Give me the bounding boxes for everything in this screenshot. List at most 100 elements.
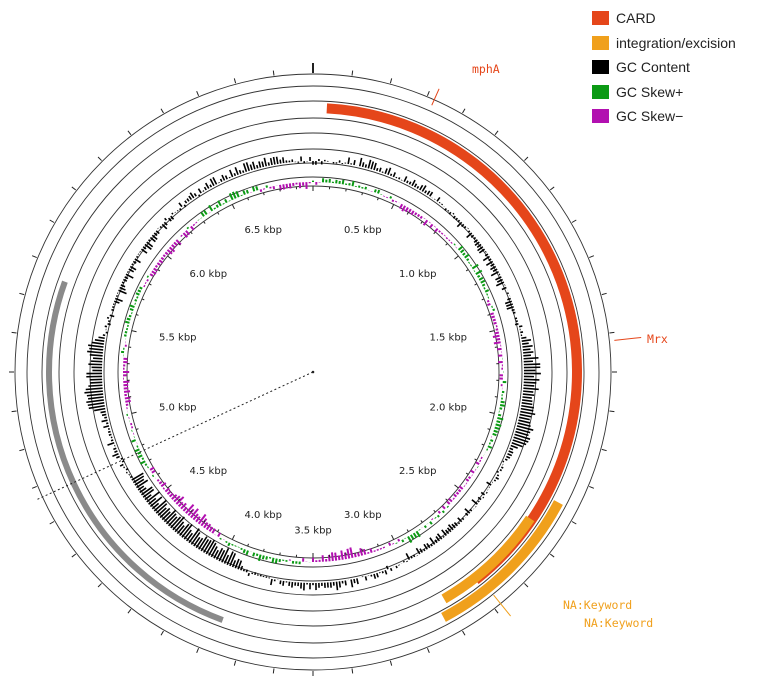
gc-content-bar bbox=[190, 531, 201, 545]
gc-content-bar bbox=[523, 390, 534, 393]
outer-tick bbox=[571, 521, 577, 525]
gc-skew-bar bbox=[464, 253, 470, 259]
gc-content-bar bbox=[291, 581, 294, 588]
gc-content-bar bbox=[474, 241, 480, 247]
gc-content-bar bbox=[151, 502, 160, 510]
gc-content-bar bbox=[89, 354, 103, 357]
gc-content-bar bbox=[125, 273, 134, 279]
outer-tick bbox=[589, 255, 595, 259]
scale-label: 0.5 kbp bbox=[344, 225, 382, 236]
gc-content-bar bbox=[176, 209, 179, 212]
outer-tick bbox=[31, 485, 37, 489]
gc-content-bar bbox=[451, 523, 456, 529]
scale-tick bbox=[454, 484, 459, 489]
gc-content-bar bbox=[492, 268, 498, 273]
gc-content-bar bbox=[163, 221, 168, 226]
gc-content-bar bbox=[429, 537, 436, 545]
gc-skew-bar bbox=[224, 198, 228, 204]
scale-tick bbox=[465, 269, 469, 272]
gc-content-bar bbox=[521, 339, 532, 342]
gc-skew-bar bbox=[468, 476, 472, 480]
gc-skew-bar bbox=[490, 312, 495, 316]
gc-content-bar bbox=[161, 223, 168, 230]
gc-skew-bar bbox=[481, 283, 486, 287]
gc-skew-bar bbox=[173, 495, 181, 503]
scale-tick bbox=[361, 192, 363, 196]
gc-content-bar bbox=[490, 270, 499, 277]
inner-scale-ticks bbox=[127, 186, 499, 558]
gc-content-bar bbox=[233, 172, 237, 177]
gc-content-bar bbox=[123, 278, 128, 282]
gc-content-bar bbox=[234, 558, 240, 569]
gc-content-bar bbox=[387, 167, 392, 176]
feature-arc-integration bbox=[441, 500, 563, 622]
gc-skew-bar bbox=[401, 205, 406, 212]
annotation-label: mphA bbox=[472, 62, 500, 76]
gc-content-bar bbox=[93, 357, 103, 360]
gc-skew-bar bbox=[434, 516, 437, 519]
gc-content-bar bbox=[430, 543, 433, 547]
gc-content-bar bbox=[179, 523, 190, 537]
gc-skew-bar bbox=[255, 186, 259, 191]
gc-skew-bar bbox=[377, 189, 381, 194]
gc-content-bar bbox=[408, 181, 412, 185]
gc-skew-bar bbox=[458, 485, 464, 490]
gc-content-bar bbox=[523, 381, 537, 384]
gc-skew-bar bbox=[490, 315, 495, 319]
gc-skew-bar bbox=[136, 296, 139, 299]
gc-content-bar bbox=[112, 306, 115, 309]
gc-skew-bar bbox=[452, 497, 455, 500]
scale-tick bbox=[135, 428, 139, 430]
gc-skew-bar bbox=[388, 542, 392, 546]
gc-skew-bar bbox=[346, 548, 351, 559]
gc-content-bar bbox=[195, 537, 204, 549]
outer-tick bbox=[19, 292, 25, 296]
scale-tick bbox=[131, 330, 137, 333]
legend-label: GC Content bbox=[616, 59, 690, 76]
gc-content-bar bbox=[90, 360, 103, 363]
scale-tick bbox=[178, 498, 181, 501]
gc-content-bar bbox=[511, 442, 523, 448]
gc-content-bar bbox=[86, 399, 104, 404]
gc-content-bar bbox=[373, 162, 377, 171]
gc-content-bar bbox=[107, 323, 111, 326]
gc-content-bar bbox=[495, 476, 500, 480]
gc-content-bar bbox=[221, 174, 226, 181]
gc-skew-bar bbox=[240, 547, 243, 551]
outer-tick bbox=[524, 583, 529, 588]
gc-skew-bar bbox=[137, 451, 142, 455]
gc-content-bar bbox=[136, 255, 139, 259]
scale-label: 4.0 kbp bbox=[244, 510, 282, 521]
gc-content-bar bbox=[438, 201, 441, 204]
outer-tick bbox=[97, 583, 102, 588]
gc-skew-bar bbox=[285, 183, 289, 189]
gc-content-bar bbox=[452, 212, 455, 215]
gc-skew-bar bbox=[497, 416, 504, 421]
gc-content-bar bbox=[434, 539, 438, 544]
gc-content-bar bbox=[204, 182, 210, 189]
track-rings bbox=[14, 73, 612, 671]
legend-label: GC Skew+ bbox=[616, 83, 684, 100]
gc-skew-bar bbox=[369, 548, 373, 554]
scale-tick bbox=[487, 314, 491, 316]
gc-skew-bar bbox=[190, 508, 199, 519]
gc-content-bar bbox=[367, 159, 372, 169]
gc-content-bar bbox=[129, 265, 137, 271]
gc-content-bar bbox=[510, 444, 518, 449]
gc-skew-bar bbox=[225, 540, 228, 544]
gc-content-bar bbox=[500, 466, 504, 469]
gc-content-bar bbox=[457, 517, 463, 523]
gc-content-bar bbox=[137, 485, 145, 491]
gc-content-bar bbox=[132, 260, 137, 264]
gc-skew-bar bbox=[469, 264, 473, 267]
gc-content-bar bbox=[118, 289, 127, 295]
gc-content-bar bbox=[263, 157, 268, 167]
scale-tick bbox=[203, 520, 206, 523]
gc-skew-bar bbox=[128, 314, 132, 318]
gc-content-bar bbox=[107, 442, 115, 446]
gc-skew-bar bbox=[423, 525, 427, 529]
gc-content-bar bbox=[188, 195, 193, 201]
gc-content-bar bbox=[511, 308, 515, 312]
gc-content-bar bbox=[464, 508, 471, 514]
gc-content-bar bbox=[86, 393, 104, 397]
